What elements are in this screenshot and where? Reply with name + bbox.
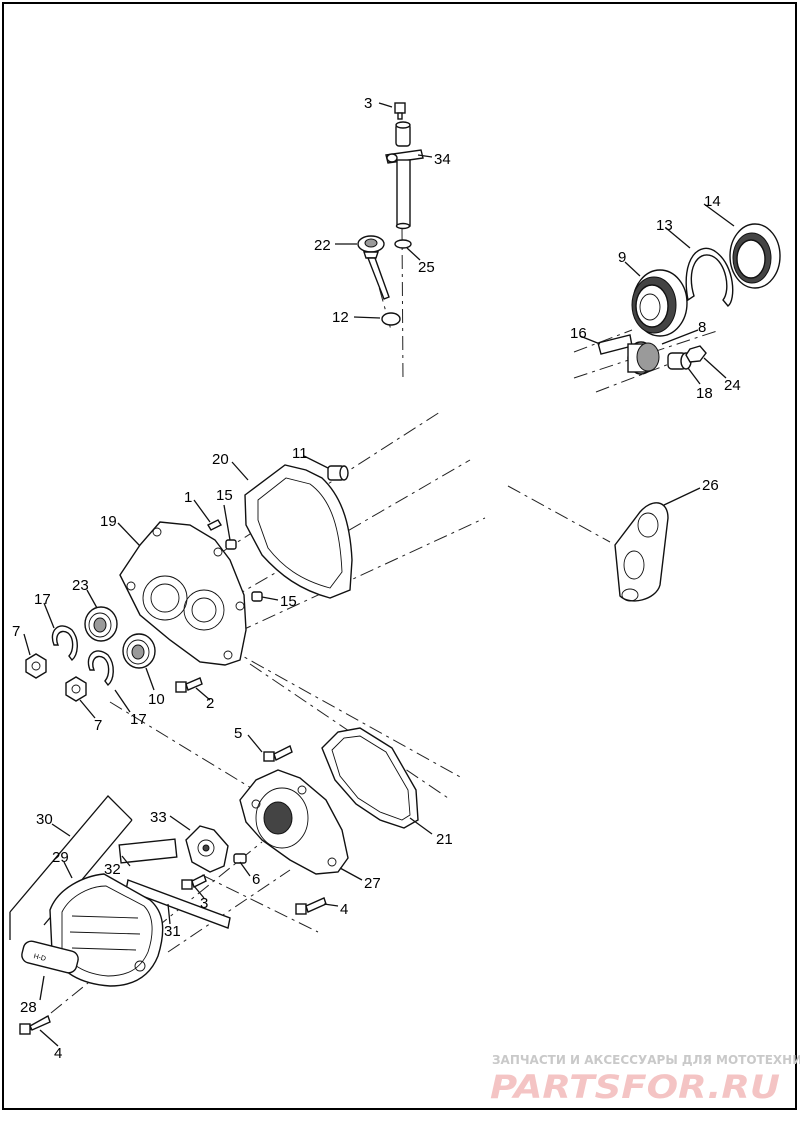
callout-4-bottom: 4	[54, 1045, 62, 1062]
strip-32	[118, 838, 178, 864]
gasket-26	[614, 502, 669, 602]
bushing-18	[667, 352, 692, 370]
bearing-10	[122, 633, 156, 669]
callout-leaders	[23, 102, 735, 1047]
retaining-ring-13	[685, 247, 734, 307]
callout-25: 25	[418, 259, 435, 276]
callout-17-bottom: 17	[130, 711, 147, 728]
cover-label-28: H-D	[21, 940, 79, 974]
callout-3-top: 3	[364, 95, 372, 112]
shift-shaft-assembly	[385, 102, 424, 230]
bolt-2	[175, 677, 203, 693]
callout-2: 2	[206, 695, 214, 712]
watermark-brand: PARTSFOR.RU	[490, 1068, 780, 1106]
callout-27: 27	[364, 875, 381, 892]
callout-22: 22	[314, 237, 331, 254]
callout-7-top: 7	[12, 623, 20, 640]
callout-14: 14	[704, 193, 721, 210]
retaining-ring-17a	[51, 625, 78, 662]
screw-5	[263, 745, 293, 762]
callout-34: 34	[434, 151, 451, 168]
callout-33: 33	[150, 809, 167, 826]
callout-8: 8	[698, 319, 706, 336]
gasket-21	[321, 727, 419, 829]
callout-12: 12	[332, 309, 349, 326]
callout-31: 31	[164, 923, 181, 940]
callout-26: 26	[702, 477, 719, 494]
callout-17-top: 17	[34, 591, 51, 608]
bolt-4a	[295, 897, 327, 915]
callout-15-top: 15	[216, 487, 233, 504]
retaining-ring-17b	[87, 650, 114, 687]
callout-6: 6	[252, 871, 260, 888]
callout-16: 16	[570, 325, 587, 342]
callout-30: 30	[36, 811, 53, 828]
pin-1	[207, 519, 222, 531]
callout-5: 5	[234, 725, 242, 742]
callout-29: 29	[52, 849, 69, 866]
callout-4-mid: 4	[340, 901, 348, 918]
callout-28: 28	[20, 999, 37, 1016]
diagram-frame	[2, 2, 797, 1110]
watermark: ЗАПЧАСТИ И АКСЕССУАРЫ ДЛЯ МОТОТЕХНИКИ PA…	[490, 1053, 800, 1106]
callout-9: 9	[618, 249, 626, 266]
callout-11: 11	[292, 445, 308, 462]
callout-1: 1	[184, 489, 192, 506]
callout-23: 23	[72, 577, 89, 594]
screw-3	[181, 874, 207, 890]
nut-7b	[65, 676, 87, 702]
watermark-caption: ЗАПЧАСТИ И АКСЕССУАРЫ ДЛЯ МОТОТЕХНИКИ	[492, 1053, 800, 1067]
bolt-4b	[19, 1014, 51, 1035]
callout-10: 10	[148, 691, 165, 708]
clutch-release-33	[185, 825, 229, 873]
o-ring-25	[394, 239, 412, 249]
callout-24: 24	[724, 377, 741, 394]
nut-7a	[25, 653, 47, 679]
fill-plug-dipstick	[357, 235, 390, 300]
needle-bearing-8	[627, 341, 660, 375]
callout-15-bottom: 15	[280, 593, 297, 610]
gasket-20	[244, 464, 353, 599]
callout-13: 13	[656, 217, 673, 234]
o-ring-12	[381, 312, 401, 326]
main-drive-bearing	[631, 269, 688, 337]
callout-20: 20	[212, 451, 229, 468]
callout-21: 21	[436, 831, 453, 848]
callout-32: 32	[104, 861, 121, 878]
callout-7-bottom: 7	[94, 717, 102, 734]
fitting-6	[233, 853, 247, 864]
dowel-15b	[251, 591, 263, 602]
dowel-pin-16	[597, 334, 633, 355]
callout-19: 19	[100, 513, 117, 530]
main-drive-seal	[729, 223, 781, 289]
bearing-23	[84, 606, 118, 642]
callout-numbers: 3 34 22 25 12 14 13 9 8 16 18 24 26 20 1…	[12, 95, 741, 1062]
callout-18: 18	[696, 385, 713, 402]
label-icon: H-D	[33, 953, 47, 963]
nut-24	[685, 345, 707, 363]
dowel-15a	[225, 539, 237, 550]
inner-housing-19	[119, 521, 247, 666]
callout-3-mid: 3	[200, 895, 208, 912]
dowel-11	[327, 465, 349, 481]
outer-housing-27	[239, 769, 349, 875]
